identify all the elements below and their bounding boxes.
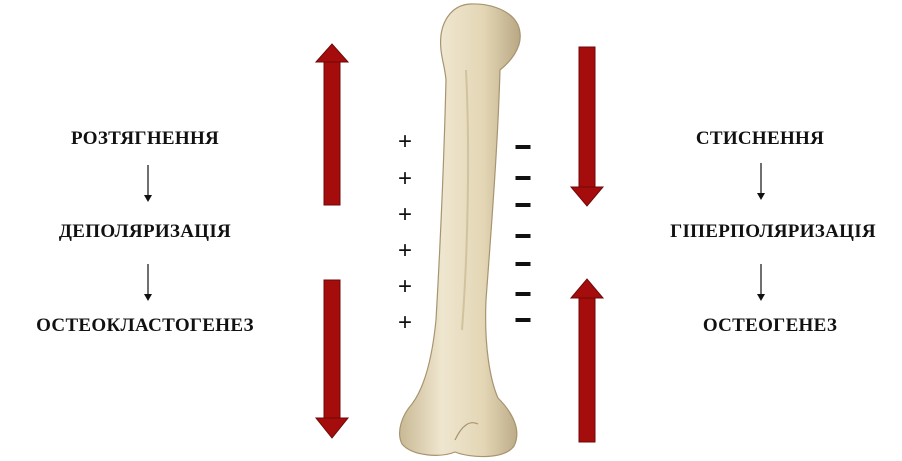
minus-sign — [516, 203, 531, 207]
plus-sign: + — [398, 239, 412, 263]
label-depolarization: ДЕПОЛЯРИЗАЦІЯ — [59, 221, 231, 243]
arrow-down-icon — [142, 264, 154, 302]
minus-sign — [516, 145, 531, 149]
label-stretching: РОЗТЯГНЕННЯ — [71, 128, 219, 150]
label-hyperpolarization: ГІПЕРПОЛЯРИЗАЦІЯ — [670, 221, 876, 243]
plus-sign: + — [398, 167, 412, 191]
arrow-down-icon — [755, 163, 767, 201]
force-arrow-right-up — [571, 279, 603, 442]
minus-sign — [516, 318, 531, 322]
force-arrow-right-down — [571, 47, 603, 206]
plus-sign: + — [398, 130, 412, 154]
force-arrow-left-down — [316, 280, 348, 438]
plus-sign: + — [398, 275, 412, 299]
arrow-down-icon — [755, 264, 767, 302]
minus-sign — [516, 176, 531, 180]
arrow-down-icon — [142, 165, 154, 203]
humerus-bone-icon — [400, 4, 521, 457]
plus-sign: + — [398, 311, 412, 335]
label-osteogenesis: ОСТЕОГЕНЕЗ — [703, 315, 837, 337]
minus-sign — [516, 234, 531, 238]
force-arrow-left-up — [316, 44, 348, 205]
plus-sign: + — [398, 203, 412, 227]
minus-sign — [516, 292, 531, 296]
minus-sign — [516, 262, 531, 266]
label-compression: СТИСНЕННЯ — [696, 128, 824, 150]
label-osteoclastogenesis: ОСТЕОКЛАСТОГЕНЕЗ — [36, 315, 254, 337]
